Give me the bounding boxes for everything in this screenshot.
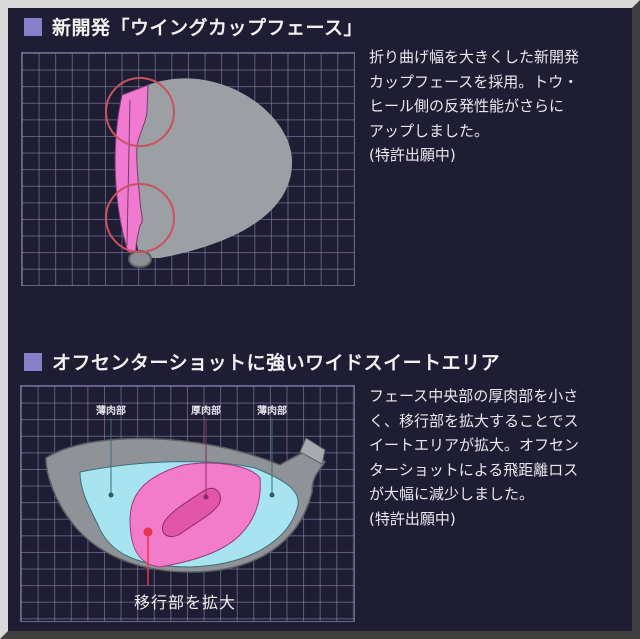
section2-description: フェース中央部の厚肉部を小さ く、移行部を拡大することでス イートエリアが拡大。… [369,387,580,528]
section2-heading: オフセンターショットに強いワイドスイートエリア [24,348,500,375]
label-thick-center: 厚肉部 [191,406,221,417]
bullet-square-icon [24,352,42,371]
label-thin-right: 薄肉部 [257,406,287,417]
section2-title: オフセンターショットに強いワイドスイートエリア [52,352,501,374]
bullet-square-icon [24,17,42,36]
label-transition-expanded: 移行部を拡大 [134,593,237,612]
section1-description: 折り曲げ幅を大きくした新開発 カップフェースを採用。トウ・ ヒール側の反発性能が… [369,48,580,164]
label-thin-left: 薄肉部 [96,406,126,417]
section1-title: 新開発「ウイングカップフェース」 [52,17,364,39]
section1-heading: 新開発「ウイングカップフェース」 [24,13,363,40]
